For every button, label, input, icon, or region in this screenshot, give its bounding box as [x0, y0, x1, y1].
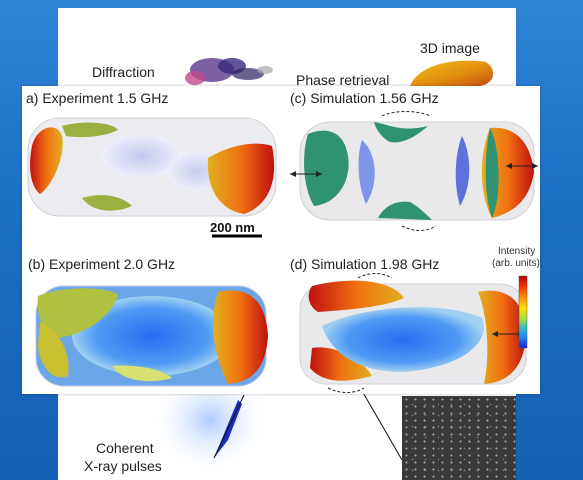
- 3d-image-thumbnail: [410, 60, 494, 86]
- 3d-image-label: 3D image: [420, 40, 480, 56]
- phase-retrieval-label: Phase retrieval: [296, 72, 390, 88]
- scale-bar-label: 200 nm: [210, 220, 255, 235]
- panel-c-label: (c) Simulation 1.56 GHz: [290, 90, 439, 106]
- diffraction-label: Diffraction: [92, 64, 155, 80]
- legend-title-1: Intensity: [498, 246, 536, 257]
- front-figure-card: a) Experiment 1.5 GHz (c) Simulation 1.5…: [22, 86, 540, 394]
- panels-graphics: [27, 111, 538, 393]
- panel-a-label: a) Experiment 1.5 GHz: [26, 90, 169, 106]
- panel-a-image: [27, 117, 277, 217]
- sem-image: [402, 396, 516, 480]
- panel-d-label: (d) Simulation 1.98 GHz: [290, 256, 440, 272]
- panel-d-image: [299, 273, 527, 393]
- legend-title-2: (arb. units): [492, 258, 540, 269]
- panel-b-label: (b) Experiment 2.0 GHz: [28, 256, 176, 272]
- diffraction-pattern-icon: [185, 58, 273, 85]
- coherent-label-1: Coherent: [96, 440, 154, 456]
- intensity-colorbar: [518, 275, 528, 349]
- coherent-label-2: X-ray pulses: [84, 458, 162, 474]
- panel-c-image: [290, 111, 538, 231]
- panel-b-image: [35, 285, 268, 387]
